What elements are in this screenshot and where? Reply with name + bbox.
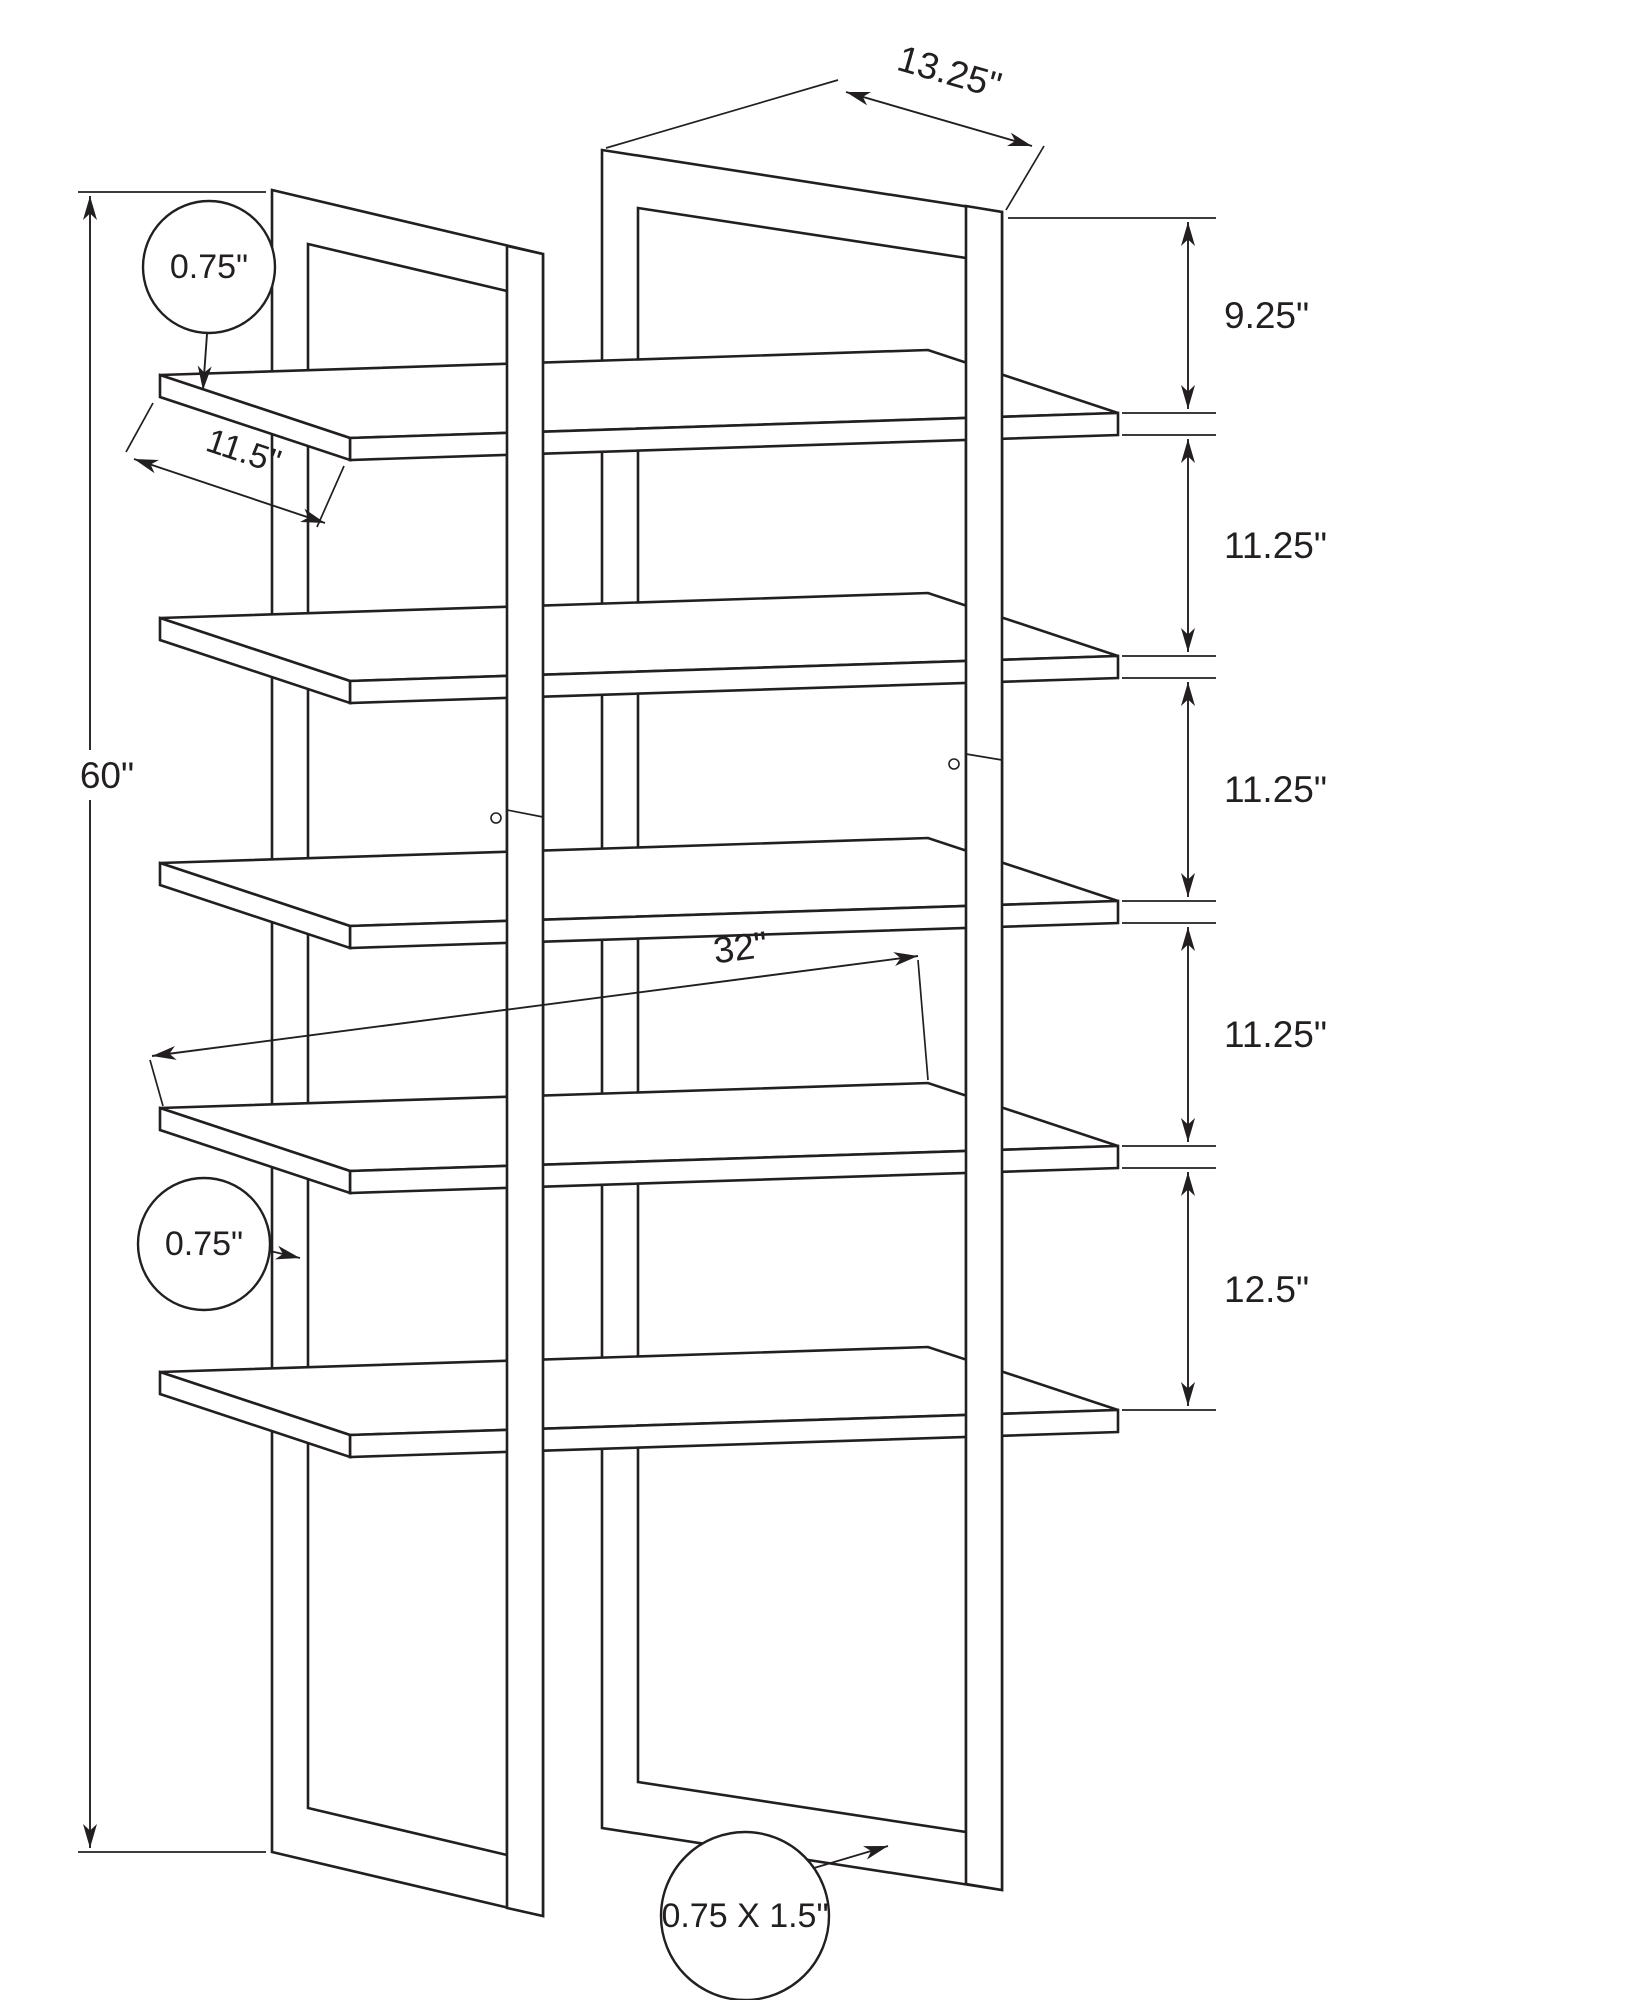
dim-right-stack: 9.25" 11.25" 11.25" 11.25" 12.5" bbox=[1008, 217, 1327, 1411]
callout-circle bbox=[659, 1830, 831, 2000]
dim-gap-1-label: 9.25" bbox=[1224, 295, 1309, 336]
front-post-left bbox=[505, 244, 545, 1918]
screw-hole-icon bbox=[490, 812, 502, 824]
post-width-label: 0.75" bbox=[165, 1225, 243, 1263]
callout-shelf-thickness: 0.75" bbox=[141, 199, 277, 391]
callout-circle bbox=[136, 1176, 272, 1312]
dim-gap-3-label: 11.25" bbox=[1224, 769, 1327, 810]
callout-circle bbox=[141, 199, 277, 335]
shelf-thickness-label: 0.75" bbox=[170, 248, 248, 286]
dim-gap-4-label: 11.25" bbox=[1224, 1014, 1327, 1055]
shelf-3 bbox=[158, 836, 1120, 950]
front-post-right bbox=[964, 204, 1004, 1892]
dim-gap-5-label: 12.5" bbox=[1224, 1269, 1309, 1310]
dim-shelf-width-label: 32" bbox=[711, 924, 770, 972]
post-seam-left bbox=[490, 809, 544, 824]
dim-shelf-width: 32" bbox=[149, 924, 929, 1107]
dim-height: 60" bbox=[68, 191, 266, 1853]
dim-height-label-bg bbox=[68, 750, 146, 800]
frame-tube-label: 0.75 X 1.5" bbox=[661, 1897, 828, 1935]
callout-post-width: 0.75" bbox=[136, 1176, 301, 1312]
dim-gap-2-label: 11.25" bbox=[1224, 525, 1327, 566]
dim-depth-label: 13.25" bbox=[893, 38, 1006, 107]
callout-frame-tube: 0.75 X 1.5" bbox=[659, 1830, 889, 2000]
dim-height-label: 60" bbox=[80, 755, 134, 796]
post-seam-right bbox=[948, 753, 1003, 770]
screw-hole-icon bbox=[948, 758, 960, 770]
